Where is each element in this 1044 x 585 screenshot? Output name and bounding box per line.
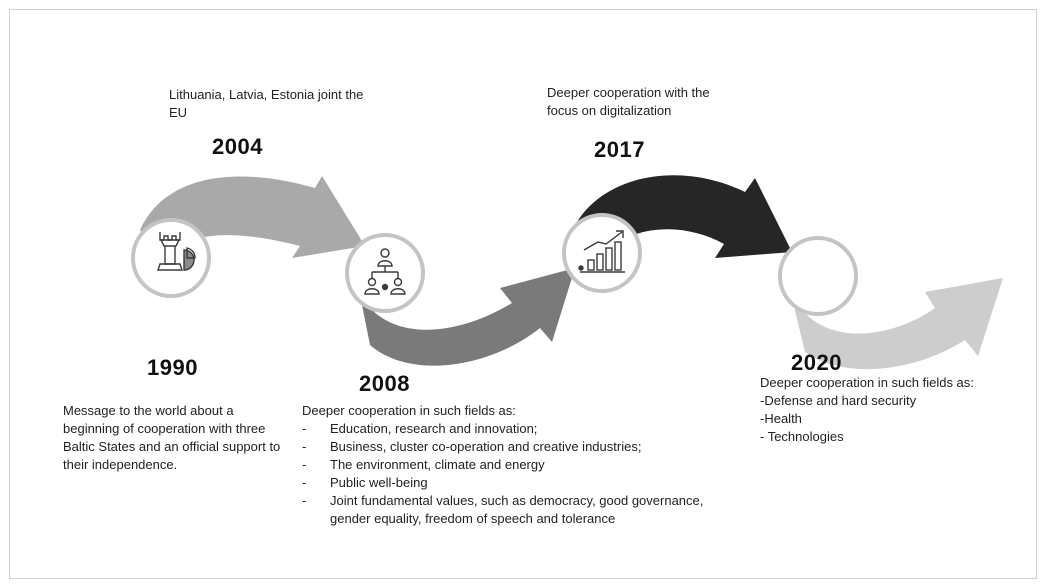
milestone-circle-2020	[778, 236, 858, 316]
year-label-2020: 2020	[791, 350, 842, 375]
milestone-circle-1990	[131, 218, 211, 298]
description-2008: Deeper cooperation in such fields as: Ed…	[302, 402, 732, 528]
list-item: -Health	[760, 411, 802, 426]
milestone-circle-2008	[345, 233, 425, 313]
description-2020: Deeper cooperation in such fields as: -D…	[760, 374, 1000, 446]
growth-bar-chart-icon	[578, 230, 625, 273]
description-2020-intro: Deeper cooperation in such fields as:	[760, 375, 974, 390]
list-item: - Technologies	[760, 429, 844, 444]
list-item: Public well-being	[302, 474, 732, 492]
description-1990: Message to the world about a beginning o…	[63, 403, 281, 472]
year-label-2017: 2017	[594, 137, 645, 162]
description-2017: Deeper cooperation with the focus on dig…	[547, 85, 710, 118]
figure-frame	[9, 9, 1037, 579]
list-item: -Defense and hard security	[760, 393, 917, 408]
list-item: Joint fundamental values, such as democr…	[302, 492, 732, 528]
arrow-2020	[790, 278, 1003, 370]
list-item: The environment, climate and energy	[302, 456, 732, 474]
year-label-2004: 2004	[212, 134, 263, 159]
description-2008-intro: Deeper cooperation in such fields as:	[302, 403, 516, 418]
chess-rook-pie-chart-icon	[157, 232, 196, 271]
fields-list-2008: Education, research and innovation; Busi…	[302, 420, 732, 528]
year-label-2008: 2008	[359, 371, 410, 396]
fields-list-2020: -Defense and hard security -Health - Tec…	[760, 392, 1000, 446]
year-label-1990: 1990	[147, 355, 198, 380]
milestone-circle-2017	[562, 213, 642, 293]
list-item: Education, research and innovation;	[302, 420, 732, 438]
team-network-icon	[364, 248, 406, 295]
description-2004: Lithuania, Latvia, Estonia joint the EU	[169, 87, 364, 120]
arrow-2017	[572, 175, 792, 262]
list-item: Business, cluster co-operation and creat…	[302, 438, 732, 456]
arrow-2008	[360, 268, 575, 366]
